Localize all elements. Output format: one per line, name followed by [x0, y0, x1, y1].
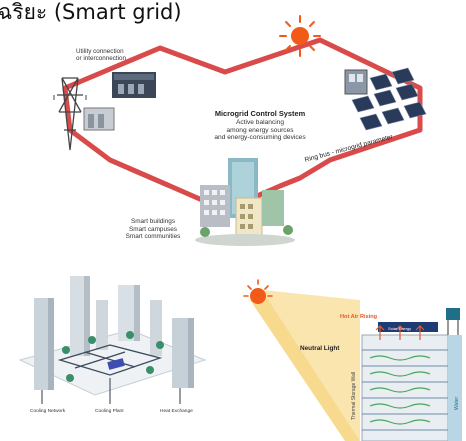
thermal-storage-label: Thermal Storage Wall: [351, 372, 357, 420]
utility-label-line1: Utility connection: [76, 48, 124, 55]
solar-energy-label: Solar Energy: [388, 326, 411, 331]
cooling-network-label: Cooling Network: [30, 408, 66, 414]
smart-line1: Smart buildings: [130, 218, 176, 225]
utility-label-line2: or interconnection: [76, 55, 127, 63]
water-tank-icon: [446, 308, 460, 335]
smart-line3: Smart communities: [125, 233, 181, 241]
hot-air-label: Hot Air Rising: [340, 314, 378, 320]
microgrid-control-label: Microgrid Control System Active balancin…: [175, 109, 345, 142]
cooling-plant-label: Cooling Plant: [95, 408, 124, 414]
solar-panel-array: [344, 67, 427, 131]
smart-buildings-label: Smart buildings Smart campuses Smart com…: [108, 218, 198, 241]
microgrid-line3: and energy-consuming devices: [214, 134, 306, 142]
sun-icon: [279, 15, 321, 57]
microgrid-line2: among energy sources: [226, 126, 294, 134]
microgrid-line1: Active balancing: [235, 118, 285, 126]
utility-tower-icon: [53, 77, 87, 151]
water-label: Water: [454, 397, 460, 410]
passive-building-illustration: [243, 279, 462, 441]
microgrid-control-title: Microgrid Control System: [214, 109, 306, 118]
district-cooling-illustration: [18, 276, 207, 404]
substation-icon: [83, 72, 156, 131]
neutral-light-label: Neutral Light: [300, 345, 340, 352]
smart-line2: Smart campuses: [129, 225, 177, 233]
sun-icon: [243, 279, 273, 304]
utility-connection-label: Utility connection or interconnection: [76, 48, 166, 63]
heat-exchange-label: Heat Exchange: [160, 408, 193, 414]
smart-buildings-icon: [195, 158, 295, 246]
page-title: ฉริยะ (Smart grid): [0, 0, 182, 24]
